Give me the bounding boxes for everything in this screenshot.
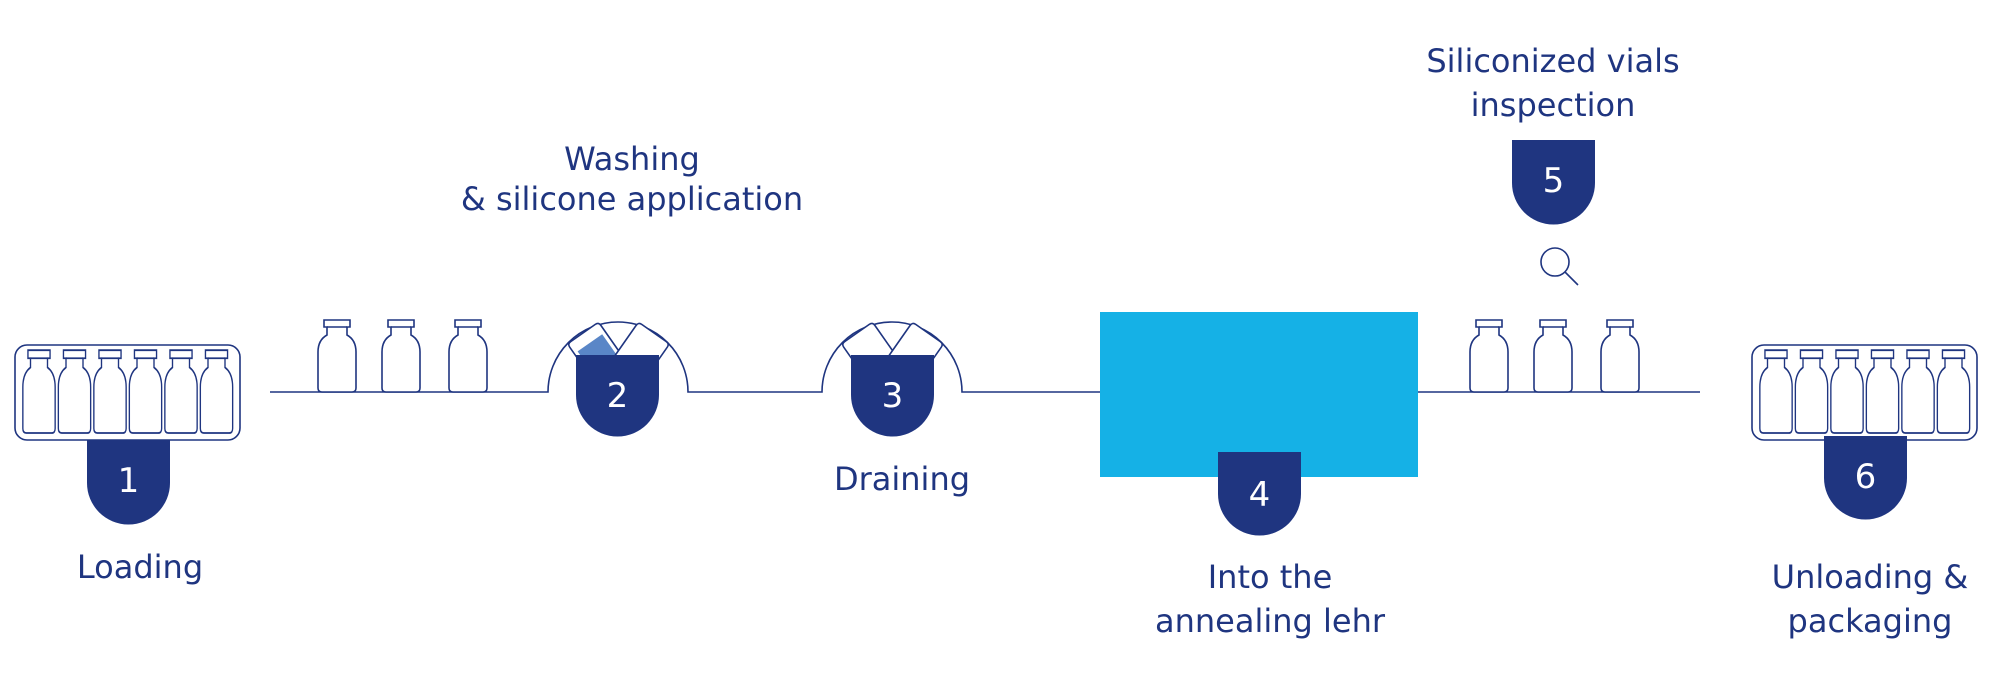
step-4-label-line-1: Into the bbox=[1208, 558, 1333, 596]
step-1-label: Loading bbox=[77, 548, 203, 586]
step-2-label-line-2: & silicone application bbox=[461, 180, 803, 218]
step-1-marker: 1 bbox=[87, 440, 170, 525]
step-6-label-line-1: Unloading & bbox=[1772, 558, 1969, 596]
tray-vial-icon bbox=[199, 349, 234, 434]
step-2-badge bbox=[576, 355, 659, 437]
step-6-label-line-2: packaging bbox=[1788, 602, 1953, 640]
step-5-label-line-2: inspection bbox=[1471, 86, 1636, 124]
vial-icon bbox=[1469, 319, 1509, 393]
step-2-number: 2 bbox=[607, 376, 629, 416]
unloading-tray-icon bbox=[1751, 344, 1978, 441]
tray-vial-icon bbox=[21, 349, 57, 434]
step-4-badge bbox=[1218, 452, 1301, 536]
tray-vial-icon bbox=[128, 349, 163, 434]
tray-vial-icon bbox=[163, 349, 199, 434]
step-4-number: 4 bbox=[1249, 475, 1271, 515]
vial-icon bbox=[448, 319, 488, 393]
tray-vial-icon bbox=[1758, 349, 1794, 434]
tray-vial-icon bbox=[1794, 349, 1829, 434]
tray-vial-icon bbox=[1829, 349, 1865, 434]
step-6-badge bbox=[1824, 436, 1907, 520]
loading-tray-icon bbox=[14, 344, 241, 441]
step-1-number: 1 bbox=[118, 461, 140, 501]
step-6-number: 6 bbox=[1855, 457, 1877, 497]
step-2-label-line-1: Washing bbox=[564, 140, 700, 178]
step-5-label-line-1: Siliconized vials bbox=[1426, 42, 1679, 80]
vial-icon bbox=[381, 319, 421, 393]
tray-vial-icon bbox=[1900, 349, 1936, 434]
tray-vial-icon bbox=[1865, 349, 1900, 434]
vial-icon bbox=[317, 319, 357, 393]
step-4-label-line-2: annealing lehr bbox=[1155, 602, 1386, 640]
step-2-marker: 2 bbox=[576, 355, 659, 437]
tray-vial-icon bbox=[57, 349, 92, 434]
step-3-marker: 3 bbox=[851, 355, 934, 437]
vial-icon bbox=[1600, 319, 1640, 393]
step-4-marker: 4 bbox=[1218, 452, 1301, 536]
step-3-label: Draining bbox=[834, 460, 970, 498]
tray-vial-icon bbox=[1936, 349, 1971, 434]
step-1-badge bbox=[87, 440, 170, 525]
step-3-number: 3 bbox=[882, 376, 904, 416]
annealing-lehr bbox=[1100, 312, 1418, 477]
magnifier-icon bbox=[1540, 247, 1579, 286]
step-6-marker: 6 bbox=[1824, 436, 1907, 520]
vial-icon bbox=[1533, 319, 1573, 393]
step-3-badge bbox=[851, 355, 934, 437]
step-5-marker: 5 bbox=[1512, 140, 1595, 225]
step-5-badge bbox=[1512, 140, 1595, 225]
step-5-number: 5 bbox=[1543, 161, 1565, 201]
tray-vial-icon bbox=[92, 349, 128, 434]
